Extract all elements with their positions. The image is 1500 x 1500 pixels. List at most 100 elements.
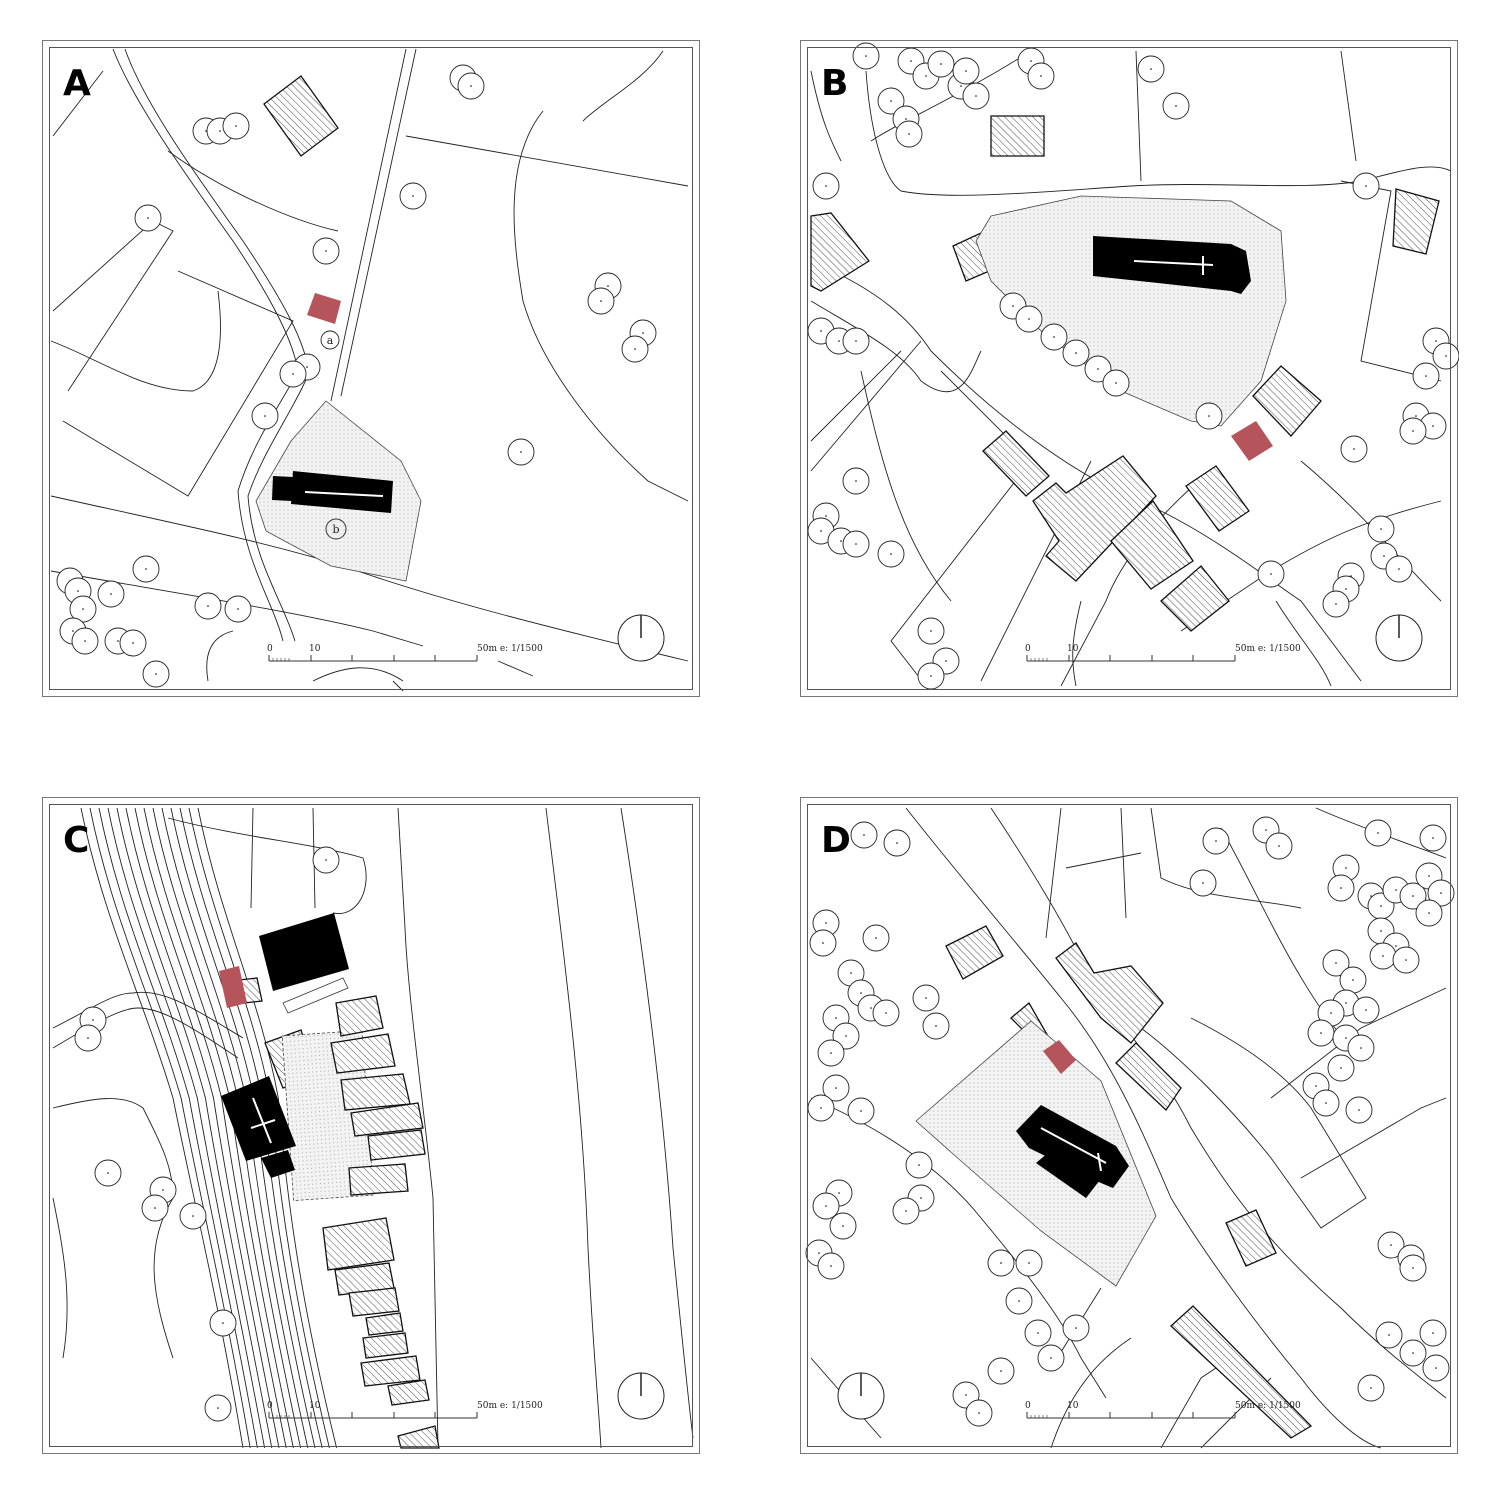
tree-center (1428, 912, 1430, 914)
tree-center (264, 415, 266, 417)
panel-label-c: C (63, 820, 90, 861)
church (221, 1076, 296, 1161)
tree-center (222, 1322, 224, 1324)
tree-center (1412, 895, 1414, 897)
panel-label-b: B (821, 63, 849, 104)
tree-center (935, 1025, 937, 1027)
tree-center (1053, 336, 1055, 338)
tree-center (1432, 1332, 1434, 1334)
tree-center (890, 553, 892, 555)
tree-center (155, 673, 157, 675)
tree-center (1028, 318, 1030, 320)
tree-center (965, 70, 967, 72)
tree-center (1265, 829, 1267, 831)
tree-center (818, 1252, 820, 1254)
tree-center (1370, 1387, 1372, 1389)
tree-center (840, 540, 842, 542)
tree-center (1075, 352, 1077, 354)
tree-center (835, 1087, 837, 1089)
tree-center (1440, 892, 1442, 894)
scale-end: 50m e: 1/1500 (477, 1401, 543, 1411)
tree-center (1395, 945, 1397, 947)
tree-center (470, 85, 472, 87)
tree-center (634, 348, 636, 350)
tree-center (1425, 375, 1427, 377)
contour-line (134, 807, 287, 1449)
tree-center (1370, 895, 1372, 897)
tree-center (1382, 955, 1384, 957)
tree-center (1412, 430, 1414, 432)
tree-center (835, 1017, 837, 1019)
tree-center (830, 1265, 832, 1267)
trees (74, 846, 340, 1422)
tree-center (520, 451, 522, 453)
tree-center (925, 75, 927, 77)
tree-center (930, 630, 932, 632)
north-arrow-icon (617, 1372, 665, 1420)
tree-center (1412, 1352, 1414, 1354)
tree-center (72, 630, 74, 632)
tree-center (1388, 1334, 1390, 1336)
tree-center (1380, 528, 1382, 530)
black-building (259, 913, 349, 991)
tree-center (82, 608, 84, 610)
tree-center (908, 133, 910, 135)
tree-center (1380, 930, 1382, 932)
tree-center (132, 642, 134, 644)
north-arrow-icon (837, 1372, 885, 1420)
hatched-row (322, 995, 440, 1449)
tree-center (1365, 1009, 1367, 1011)
tree-center (1075, 1327, 1077, 1329)
panel-label-d: D (821, 820, 851, 861)
tree-center (1360, 1047, 1362, 1049)
tree-center (1398, 568, 1400, 570)
tree-center (978, 1412, 980, 1414)
tree-center (1202, 882, 1204, 884)
tree-center (1028, 1262, 1030, 1264)
contour-line (107, 807, 266, 1449)
tree-center (412, 195, 414, 197)
tree-center (825, 1205, 827, 1207)
tree-center (1030, 60, 1032, 62)
tree-center (1097, 368, 1099, 370)
tree-center (600, 300, 602, 302)
scale-end: 50m e: 1/1500 (477, 644, 543, 654)
tree-center (162, 1189, 164, 1191)
tree-center (1435, 1367, 1437, 1369)
tree-center (145, 568, 147, 570)
tree-center (910, 60, 912, 62)
tree-center (1278, 845, 1280, 847)
tree-center (905, 118, 907, 120)
tree-center (1340, 1067, 1342, 1069)
contour-line (197, 807, 338, 1449)
tree-center (863, 834, 865, 836)
marker-a-circle (320, 330, 340, 350)
tree-center (1377, 832, 1379, 834)
tree-center (825, 185, 827, 187)
panel-label-a: A (63, 63, 91, 104)
tree-center (890, 100, 892, 102)
church-annex (272, 476, 293, 501)
tree-center (825, 515, 827, 517)
tree-center (1050, 1357, 1052, 1359)
tree-center (1175, 105, 1177, 107)
tree-center (918, 1164, 920, 1166)
tree-center (1000, 1370, 1002, 1372)
church (291, 471, 393, 513)
tree-center (607, 285, 609, 287)
tree-center (860, 1110, 862, 1112)
tree-center (905, 1210, 907, 1212)
tree-center (1335, 603, 1337, 605)
hatched-building (263, 75, 339, 157)
tree-center (860, 992, 862, 994)
tree-center (1115, 382, 1117, 384)
